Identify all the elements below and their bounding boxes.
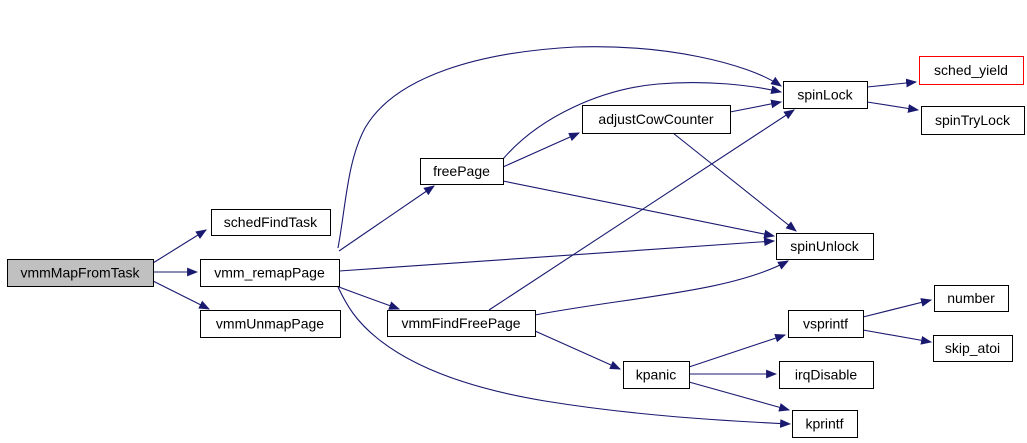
- node-number[interactable]: number: [934, 285, 1009, 312]
- node-box-number: [934, 285, 1009, 312]
- node-label-vsprintf: vsprintf: [803, 316, 848, 332]
- node-vmm_remapPage[interactable]: vmm_remapPage: [200, 259, 340, 287]
- node-label-vmmFindFreePage: vmmFindFreePage: [401, 315, 520, 331]
- edge-vmmFindFreePage-to-spinLock: [488, 109, 795, 311]
- edge-vmmMapFromTask-to-vmmUnmapPage: [152, 280, 210, 310]
- edge-vmmFindFreePage-to-spinUnlock: [534, 260, 789, 316]
- edge-vsprintf-to-number: [862, 298, 933, 318]
- node-label-vmmMapFromTask: vmmMapFromTask: [20, 265, 140, 281]
- node-freePage[interactable]: freePage: [420, 158, 504, 185]
- node-vmmMapFromTask: vmmMapFromTask: [7, 259, 154, 287]
- edge-vmmMapFromTask-to-schedFindTask: [152, 229, 207, 264]
- node-box-schedFindTask: [211, 209, 331, 236]
- node-label-spinTryLock: spinTryLock: [935, 112, 1011, 128]
- node-label-adjustCowCounter: adjustCowCounter: [598, 111, 714, 127]
- edge-vmm_remapPage-to-freePage: [338, 185, 435, 252]
- node-label-kprintf: kprintf: [805, 416, 843, 432]
- edge-spinLock-to-sched_yield: [866, 78, 918, 88]
- node-label-vmmUnmapPage: vmmUnmapPage: [216, 316, 324, 332]
- node-label-freePage: freePage: [433, 163, 490, 179]
- edge-freePage-to-spinUnlock: [502, 180, 776, 239]
- node-spinTryLock[interactable]: spinTryLock: [921, 106, 1025, 135]
- node-box-spinTryLock: [921, 106, 1025, 135]
- node-box-sched_yield: [919, 56, 1024, 85]
- edge-adjustCowCounter-to-spinUnlock: [672, 132, 797, 232]
- edge-spinLock-to-spinTryLock: [866, 101, 920, 113]
- node-label-kpanic: kpanic: [636, 367, 676, 383]
- node-schedFindTask[interactable]: schedFindTask: [211, 209, 331, 236]
- node-adjustCowCounter[interactable]: adjustCowCounter: [582, 105, 731, 134]
- node-vmmFindFreePage[interactable]: vmmFindFreePage: [387, 310, 536, 337]
- node-label-sched_yield: sched_yield: [934, 62, 1008, 78]
- edge-vmm_remapPage-to-kprintf: [337, 286, 792, 428]
- node-box-vmmMapFromTask: [7, 259, 154, 287]
- edge-kpanic-to-vsprintf: [688, 333, 787, 368]
- edge-vsprintf-to-skip_atoi: [862, 329, 933, 345]
- edge-kpanic-to-kprintf: [688, 381, 791, 412]
- node-label-spinLock: spinLock: [797, 87, 853, 103]
- node-kpanic[interactable]: kpanic: [623, 361, 690, 389]
- node-box-vmm_remapPage: [200, 259, 340, 287]
- node-box-spinLock: [783, 81, 868, 109]
- node-label-irqDisable: irqDisable: [795, 367, 857, 383]
- node-box-adjustCowCounter: [582, 105, 731, 134]
- node-box-spinUnlock: [776, 233, 874, 260]
- node-box-kpanic: [623, 361, 690, 389]
- node-spinUnlock[interactable]: spinUnlock: [776, 233, 874, 260]
- node-box-vmmFindFreePage: [387, 310, 536, 337]
- node-irqDisable[interactable]: irqDisable: [779, 361, 874, 389]
- node-spinLock[interactable]: spinLock: [783, 81, 868, 109]
- node-label-spinUnlock: spinUnlock: [790, 238, 859, 254]
- node-label-vmm_remapPage: vmm_remapPage: [214, 265, 325, 281]
- node-box-irqDisable: [779, 361, 874, 389]
- edge-vmm_remapPage-to-vmmFindFreePage: [338, 286, 401, 310]
- edge-vmm_remapPage-to-spinLock: [337, 46, 782, 249]
- node-box-skip_atoi: [933, 335, 1013, 362]
- node-label-skip_atoi: skip_atoi: [945, 340, 1000, 356]
- edge-vmmFindFreePage-to-kpanic: [534, 330, 622, 370]
- node-vsprintf[interactable]: vsprintf: [788, 310, 864, 338]
- node-box-vmmUnmapPage: [200, 310, 341, 338]
- edge-adjustCowCounter-to-spinLock: [729, 99, 783, 113]
- node-box-freePage: [420, 158, 504, 185]
- node-vmmUnmapPage[interactable]: vmmUnmapPage: [200, 310, 341, 338]
- node-label-number: number: [947, 290, 995, 306]
- node-box-kprintf: [792, 410, 858, 438]
- node-skip_atoi[interactable]: skip_atoi: [933, 335, 1013, 362]
- node-label-schedFindTask: schedFindTask: [224, 214, 318, 230]
- edge-vmm_remapPage-to-spinUnlock: [338, 237, 776, 272]
- node-sched_yield[interactable]: sched_yield: [919, 56, 1024, 85]
- edge-freePage-to-adjustCowCounter: [502, 132, 581, 168]
- node-kprintf[interactable]: kprintf: [792, 410, 858, 438]
- node-box-vsprintf: [788, 310, 864, 338]
- edge-freePage-to-spinLock: [502, 82, 783, 160]
